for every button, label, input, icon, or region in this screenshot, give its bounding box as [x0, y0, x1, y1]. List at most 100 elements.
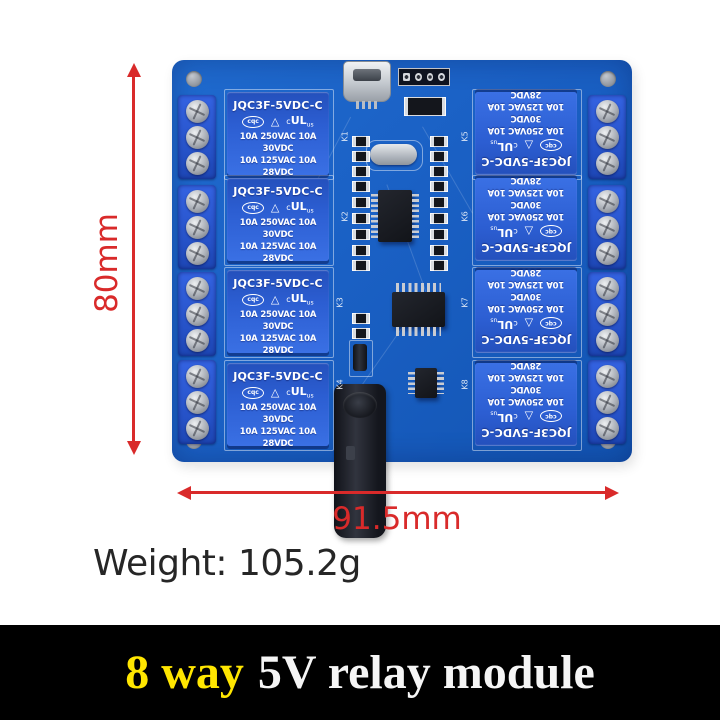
height-dimension-label: 80mm	[89, 213, 125, 313]
relay-silkscreen-outline	[224, 175, 334, 266]
smd-resistor	[352, 213, 370, 224]
mounting-hole	[600, 71, 616, 87]
smd-resistor	[430, 245, 448, 256]
terminal-screw	[185, 302, 209, 326]
triangle-cert-icon: △	[524, 410, 534, 423]
relay-silkscreen-outline	[224, 267, 334, 358]
silkscreen-label-k2: K2	[340, 211, 350, 222]
relay-rating-line: 10A 250VAC 10A 30VDC	[239, 310, 317, 332]
height-dimension-arrow	[126, 63, 141, 455]
silkscreen-label-k1: K1	[340, 131, 350, 142]
relay-rating-line: 10A 250VAC 10A 30VDC	[487, 384, 565, 406]
relay-rating-line: 10A 125VAC 10A 28VDC	[487, 267, 565, 289]
relay-model-label: JQC3F-5VDC-C	[481, 241, 571, 254]
relay-rating-line: 10A 250VAC 10A 30VDC	[239, 403, 317, 425]
smd-resistor	[352, 328, 370, 339]
smd-resistor	[430, 181, 448, 192]
smd-resistor	[352, 181, 370, 192]
relay-cert-row: cqc △ cULus	[227, 385, 329, 400]
cqc-cert-icon: cqc	[242, 293, 264, 306]
terminal-screw	[595, 302, 619, 326]
ul-cert-icon: cULus	[286, 114, 314, 129]
terminal-screw	[185, 276, 209, 300]
width-dimension-label: 91.5mm	[332, 501, 462, 537]
header-pin	[426, 73, 434, 81]
relay-k8: JQC3F-5VDC-C cqc △ cULus 10A 250VAC 10A …	[475, 360, 577, 446]
triangle-cert-icon: △	[270, 386, 280, 399]
driver-ic	[371, 190, 419, 242]
terminal-screw	[595, 99, 619, 123]
cqc-cert-icon: cqc	[242, 115, 264, 128]
relay-k3: JQC3F-5VDC-C cqc △ cULus 10A 250VAC 10A …	[227, 270, 329, 356]
relay-rating-line: 10A 250VAC 10A 30VDC	[487, 113, 565, 135]
relay-silkscreen-outline	[224, 360, 334, 451]
relay-k5: JQC3F-5VDC-C cqc △ cULus 10A 250VAC 10A …	[475, 89, 577, 175]
terminal-screw	[185, 390, 209, 414]
banner-highlight-text: 8 way	[125, 646, 244, 699]
smd-resistor	[430, 229, 448, 240]
micro-usb-connector	[343, 61, 391, 109]
smd-resistor	[430, 166, 448, 177]
relay-rating-line: 10A 250VAC 10A 30VDC	[487, 199, 565, 221]
terminal-block	[178, 95, 216, 179]
ul-cert-icon: cULus	[286, 385, 314, 400]
triangle-cert-icon: △	[270, 115, 280, 128]
relay-model-label: JQC3F-5VDC-C	[481, 155, 571, 168]
ul-cert-icon: cULus	[490, 138, 518, 153]
terminal-screw	[185, 99, 209, 123]
terminal-screw	[185, 125, 209, 149]
relay-k1: JQC3F-5VDC-C cqc △ cULus 10A 250VAC 10A …	[227, 92, 329, 178]
relay-model-label: JQC3F-5VDC-C	[481, 333, 571, 346]
relay-silkscreen-outline	[472, 267, 582, 358]
terminal-block	[588, 272, 626, 356]
relay-k4: JQC3F-5VDC-C cqc △ cULus 10A 250VAC 10A …	[227, 363, 329, 449]
terminal-screw	[185, 215, 209, 239]
terminal-screw	[595, 276, 619, 300]
transistor-component	[353, 344, 367, 371]
terminal-block	[178, 360, 216, 444]
relay-cert-row: cqc △ cULus	[475, 224, 577, 239]
relay-cert-row: cqc △ cULus	[227, 292, 329, 307]
relay-rating-line: 10A 250VAC 10A 30VDC	[239, 218, 317, 240]
ul-cert-icon: cULus	[286, 200, 314, 215]
relay-model-label: JQC3F-5VDC-C	[233, 185, 323, 198]
silkscreen-label-k5: K5	[460, 131, 470, 142]
smd-resistor	[352, 229, 370, 240]
mounting-hole	[186, 71, 202, 87]
width-dimension-arrow	[177, 485, 619, 500]
relay-rating-line: 10A 125VAC 10A 28VDC	[487, 175, 565, 197]
relay-model-label: JQC3F-5VDC-C	[233, 277, 323, 290]
ul-cert-icon: cULus	[490, 316, 518, 331]
relay-rating-line: 10A 125VAC 10A 28VDC	[239, 242, 317, 264]
triangle-cert-icon: △	[524, 317, 534, 330]
cqc-cert-icon: cqc	[242, 386, 264, 399]
smd-resistor	[430, 151, 448, 162]
terminal-block	[178, 272, 216, 356]
pin-header	[398, 68, 450, 86]
relay-silkscreen-outline	[472, 175, 582, 266]
terminal-screw	[185, 328, 209, 352]
ul-cert-icon: cULus	[490, 224, 518, 239]
relay-k7: JQC3F-5VDC-C cqc △ cULus 10A 250VAC 10A …	[475, 267, 577, 353]
terminal-screw	[595, 151, 619, 175]
smd-resistor	[352, 245, 370, 256]
weight-text: Weight: 105.2g	[93, 543, 361, 584]
crystal-oscillator	[370, 144, 417, 165]
relay-rating-line: 10A 125VAC 10A 28VDC	[239, 334, 317, 356]
triangle-cert-icon: △	[270, 293, 280, 306]
smd-resistor	[430, 213, 448, 224]
terminal-screw	[595, 215, 619, 239]
terminal-block	[588, 185, 626, 269]
smd-resistor	[430, 136, 448, 147]
smd-resistor	[352, 260, 370, 271]
header-pin	[403, 73, 410, 81]
relay-cert-row: cqc △ cULus	[475, 409, 577, 424]
smd-resistor	[352, 197, 370, 208]
dc-power-jack	[334, 384, 386, 538]
relay-cert-row: cqc △ cULus	[475, 138, 577, 153]
terminal-screw	[595, 125, 619, 149]
header-pin	[414, 73, 422, 81]
silkscreen-label-k6: K6	[460, 211, 470, 222]
header-pin	[438, 73, 445, 81]
